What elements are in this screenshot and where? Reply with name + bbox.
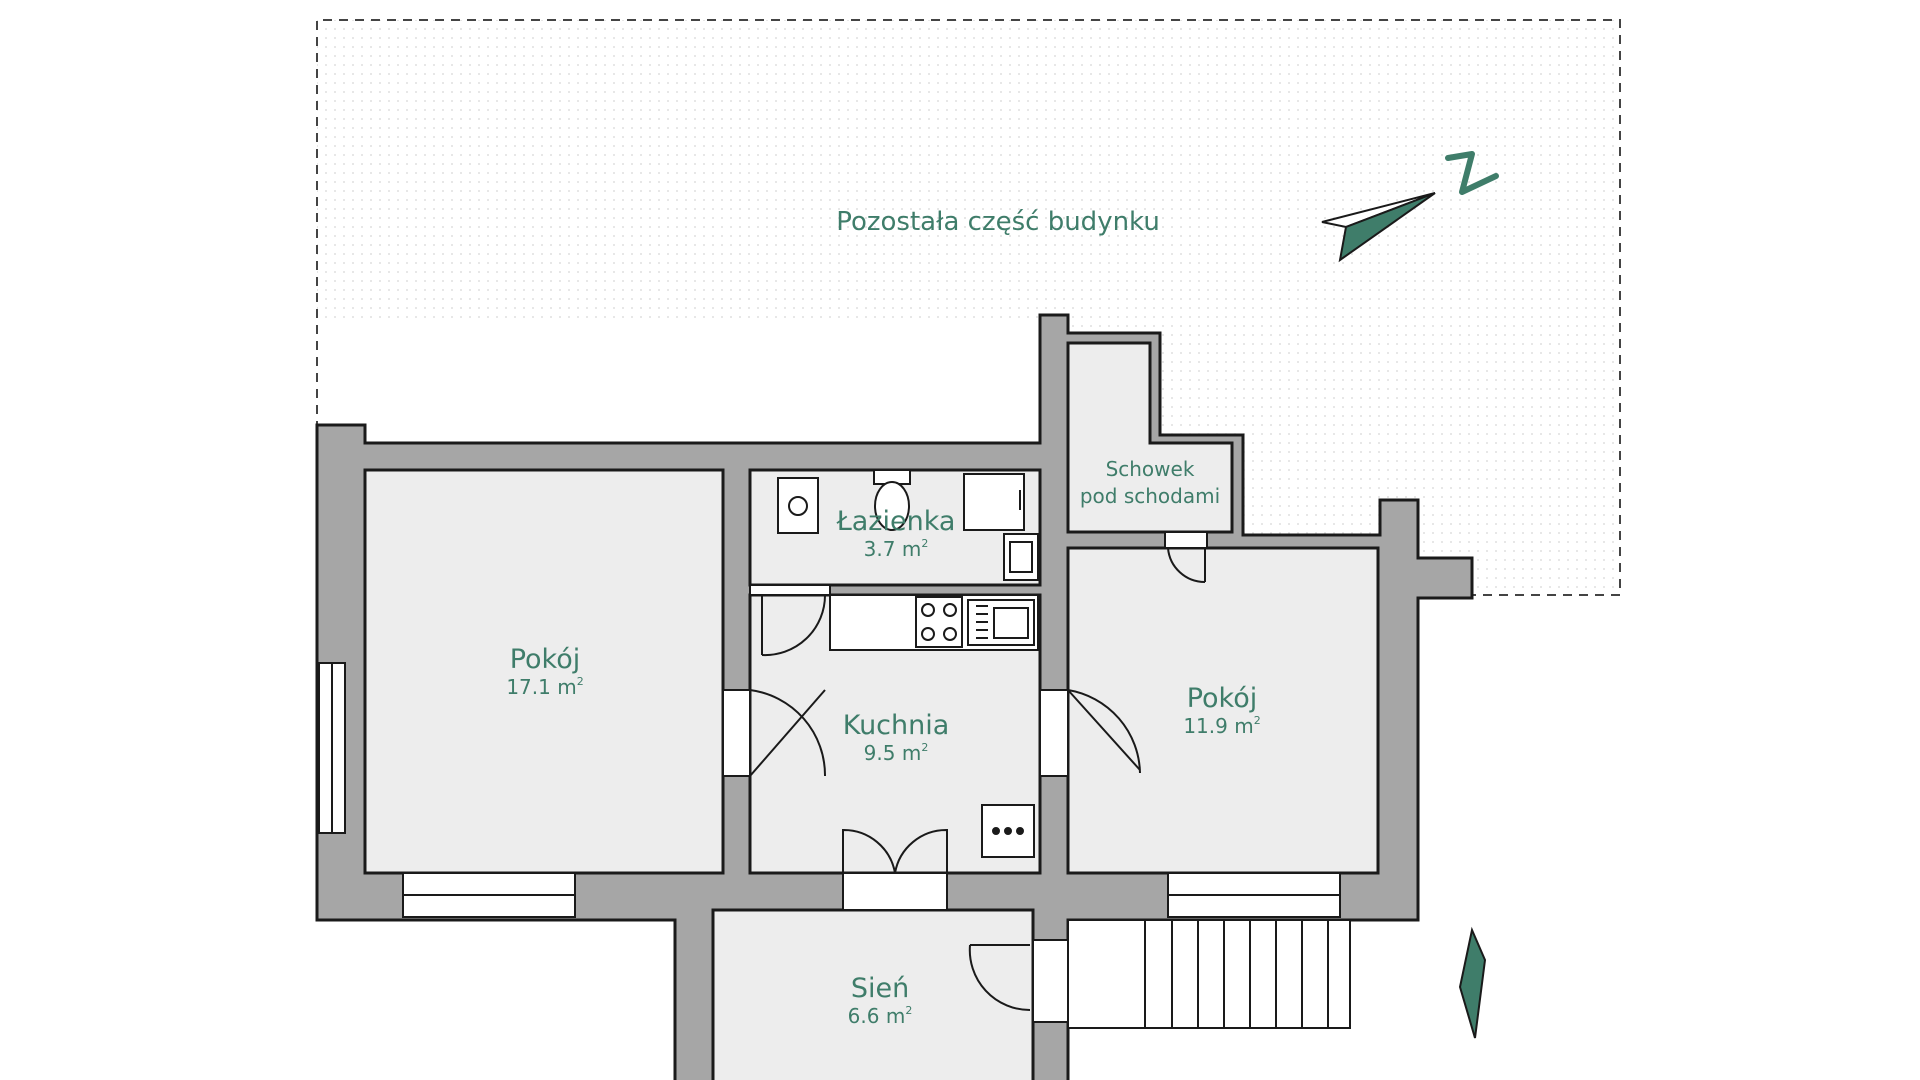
room-floor-living [363, 468, 725, 875]
kitchen-fixtures [829, 594, 1039, 858]
svg-text:Schowek: Schowek [1106, 457, 1195, 481]
bathroom-fixtures [777, 469, 1039, 581]
room-label-bedroom: Pokój 11.9 m2 [1183, 683, 1260, 738]
toilet-icon [874, 481, 910, 531]
entrance-stairs [1067, 919, 1351, 1029]
svg-text:6.6 m2: 6.6 m2 [848, 1004, 913, 1028]
remaining-building-area [316, 19, 1621, 596]
svg-text:pod schodami: pod schodami [1080, 484, 1220, 508]
shower-tray-icon [963, 473, 1025, 531]
svg-text:Łazienka: Łazienka [836, 506, 956, 537]
washbasin-icon [777, 477, 819, 534]
windows [318, 662, 1341, 918]
svg-text:3.7 m2: 3.7 m2 [864, 537, 929, 561]
svg-text:Pokój: Pokój [510, 644, 581, 675]
svg-text:11.9 m2: 11.9 m2 [1183, 714, 1260, 738]
room-label-kitchen: Kuchnia 9.5 m2 [843, 710, 950, 765]
annex-label: Pozostała część budynku [836, 207, 1160, 237]
room-label-storage: Schowek pod schodami [1080, 457, 1220, 508]
room-floor-storage [1066, 341, 1234, 534]
entrance-marker-icon [1458, 926, 1487, 1039]
svg-text:17.1 m2: 17.1 m2 [506, 675, 583, 699]
room-label-bathroom: Łazienka 3.7 m2 [836, 506, 956, 561]
svg-text:Kuchnia: Kuchnia [843, 710, 950, 741]
room-floor-vestibule [711, 908, 1035, 1080]
doors [722, 531, 1208, 1023]
svg-text:Pokój: Pokój [1187, 683, 1258, 714]
room-label-living-room: Pokój 17.1 m2 [506, 644, 583, 699]
svg-text:Sień: Sień [851, 973, 909, 1004]
north-arrow-icon [1321, 151, 1499, 263]
svg-text:9.5 m2: 9.5 m2 [864, 741, 929, 765]
room-label-vestibule: Sień 6.6 m2 [848, 973, 913, 1028]
stove-icon [915, 596, 963, 648]
